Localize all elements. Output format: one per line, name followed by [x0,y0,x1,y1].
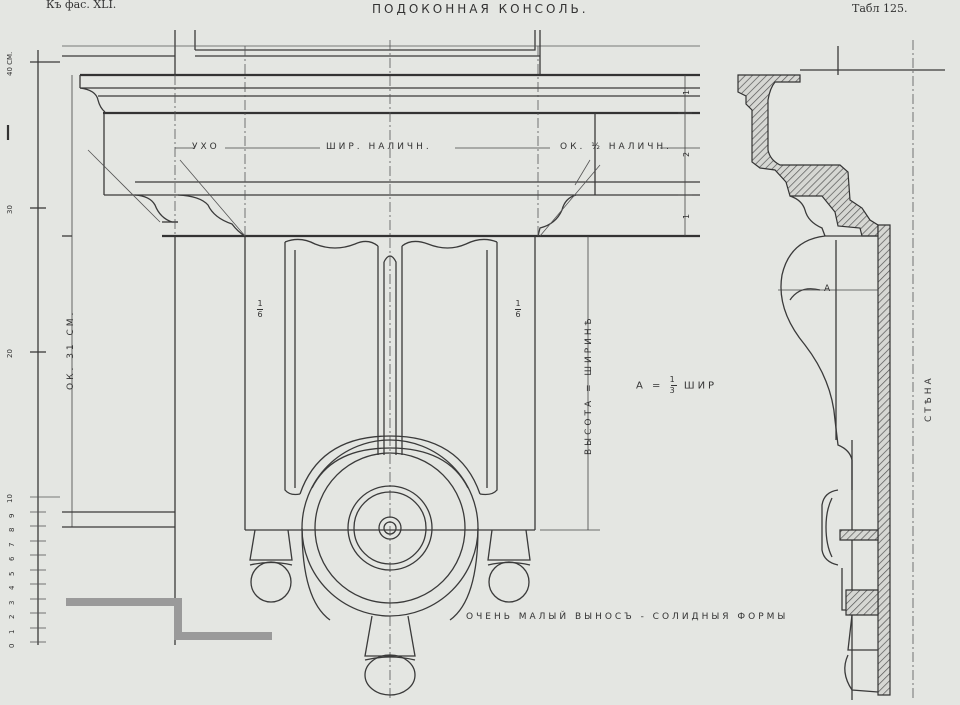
label-casing-width: ШИР. НАЛИЧН. [326,142,432,152]
scale-tick-2: 2 [8,614,16,619]
scale-tick-4: 4 [8,585,16,590]
side-section [737,40,945,700]
fascia-dimensions [175,75,700,236]
scale-tick-5: 5 [8,571,16,576]
caption: ОЧЕНЬ МАЛЫЙ ВЫНОСЪ - СОЛИДНЫЯ ФОРМЫ [466,612,789,622]
ratio-label-middle: 2 [682,151,692,158]
label-wall: СТѢНА [924,375,934,422]
scale-tick-6: 6 [8,556,16,561]
scale-label-30: 30 [6,205,14,214]
pendant-drops [249,529,531,696]
height-dimension-right [540,236,600,531]
scale-tick-8: 8 [8,527,16,532]
scale-tick-3: 3 [8,600,16,605]
label-height-eq-width: ВЫСОТА = ШИРИНѢ [584,315,594,455]
scale-label-10: 10 [6,494,14,503]
scale-top-label: 40 СМ. [6,51,14,76]
rosette [299,435,481,621]
scale-tick-7: 7 [8,542,16,547]
label-approx-31cm: ОК. 31 СМ. [66,309,76,390]
wall-section-bottom-left [66,598,272,640]
scale-tick-9: 9 [8,513,16,518]
scale-label-20: 20 [6,349,14,358]
ratio-label-top: 1 [682,89,692,96]
plate-reference: Къ фас. XLI. [46,0,117,11]
ratio-label-bottom: 1 [682,213,692,220]
height-dimension-left [62,75,175,528]
plate-number: Табл 125. [852,2,908,15]
scale-tick-0: 0 [8,643,16,648]
scale-tick-1: 1 [8,629,16,634]
label-approx-casing: ОК. ½ НАЛИЧН. [560,142,673,152]
plate-title: ПОДОКОННАЯ КОНСОЛЬ. [372,2,589,16]
label-ear: УХО [192,142,220,152]
console-body [174,236,536,645]
window-sill-cornice [62,30,700,700]
scale-bar [6,50,60,645]
label-dimension-a: А [824,284,831,294]
